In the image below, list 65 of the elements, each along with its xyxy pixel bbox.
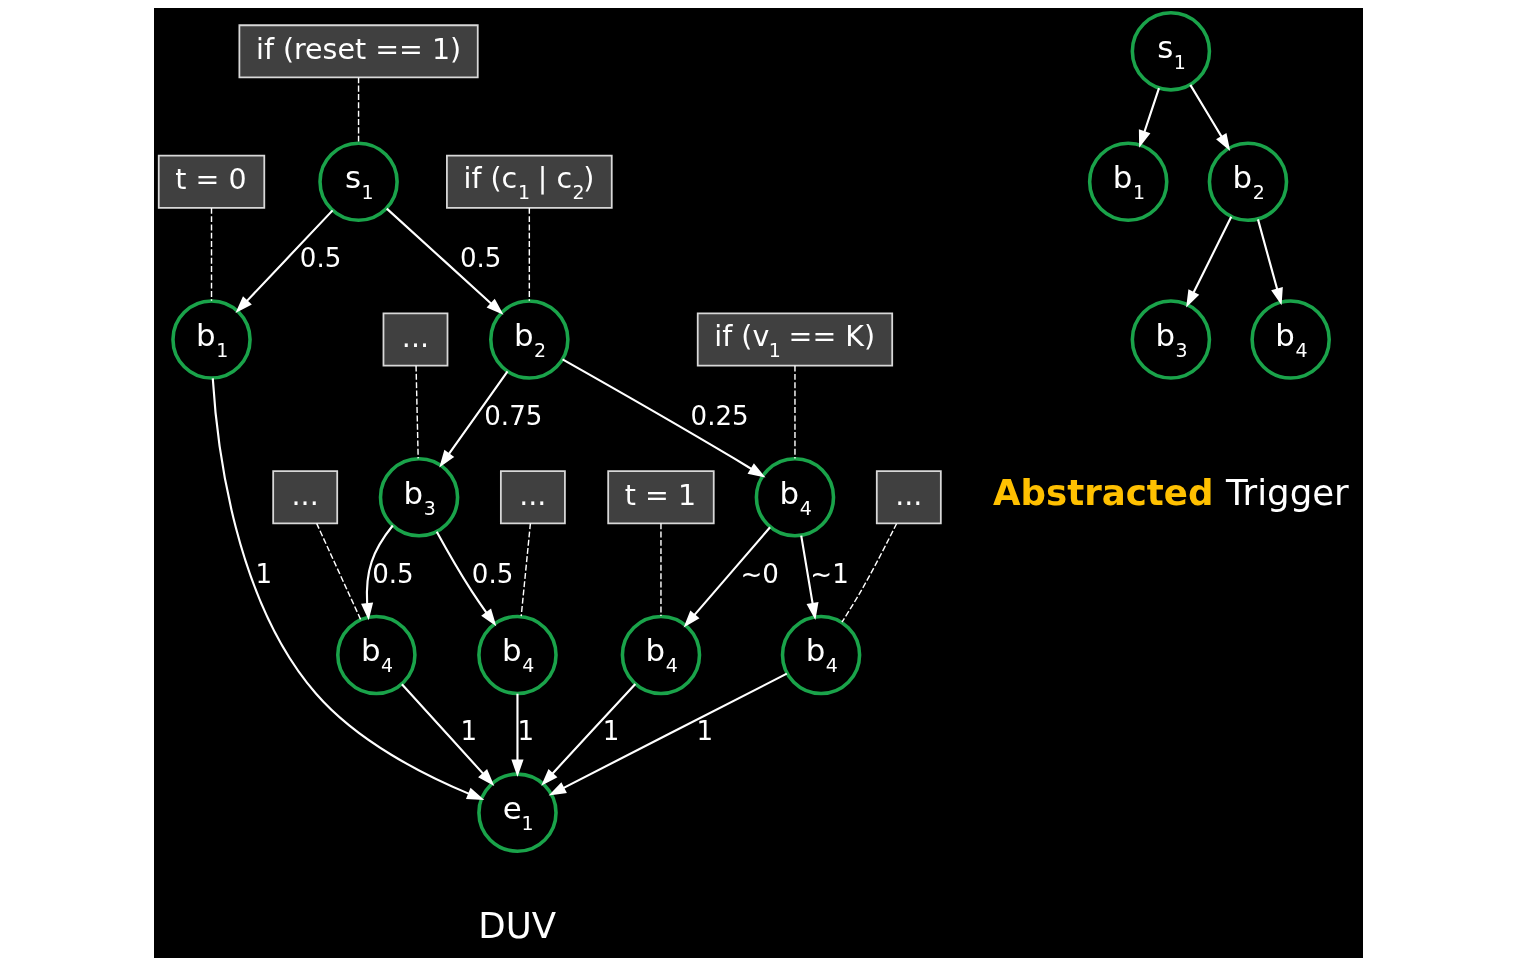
arrow [401, 683, 495, 786]
node-circle: b$_{4}$ [1250, 299, 1331, 380]
label: DUV [478, 904, 557, 946]
node-circle: e$_{1}$ [477, 772, 558, 853]
node-circle: s$_{1}$ [318, 141, 399, 223]
node-box: if (v$_{1}$ == K) [696, 312, 894, 367]
node-box: t = 0 [157, 154, 266, 209]
edge-label: 0.75 [484, 401, 543, 432]
arrow [361, 524, 394, 621]
node-box: if (c$_{1}$ | c$_{2}$) [446, 154, 613, 209]
edge-label: 0.5 [459, 243, 502, 274]
arrow [511, 693, 524, 777]
node-circle: b$_{1}$ [1087, 141, 1169, 223]
edge-label: ~0 [740, 558, 779, 589]
arrow [386, 207, 504, 315]
node-circle: b$_{4}$ [754, 456, 836, 538]
node-box: ... [875, 470, 942, 525]
arrow [548, 672, 788, 796]
arrow [562, 358, 766, 478]
node-circle: b$_{3}$ [378, 456, 460, 538]
node-circle: b$_{1}$ [171, 299, 252, 380]
edge-label: 1 [602, 716, 620, 747]
node-circle: b$_{2}$ [489, 299, 570, 380]
connector [841, 523, 898, 623]
node-box: ... [272, 470, 339, 525]
arrow [435, 531, 497, 627]
connector [794, 364, 796, 460]
edge-label: 0.5 [471, 558, 514, 589]
edge-label: 0.5 [372, 558, 414, 589]
arrow [1256, 219, 1283, 306]
edge-label: 0.25 [690, 401, 749, 432]
connector [660, 522, 662, 617]
connector [210, 207, 213, 302]
node-circle: b$_{4}$ [336, 614, 417, 696]
node-circle: b$_{4}$ [780, 614, 862, 696]
connector [315, 522, 362, 621]
node-circle: b$_{4}$ [477, 614, 558, 696]
node-box: ... [500, 470, 566, 525]
arrow [211, 378, 485, 800]
connector [357, 76, 360, 144]
edge-label: ~1 [810, 558, 849, 589]
edge-label: 1 [696, 716, 714, 747]
node-box: t = 1 [607, 470, 715, 525]
node-box: if (reset == 1) [238, 24, 479, 79]
arrow [439, 370, 509, 468]
connector [415, 364, 419, 460]
arrow [683, 526, 771, 628]
node-circle: s$_{1}$ [1130, 11, 1212, 92]
arrow [800, 535, 819, 621]
arrow [1138, 87, 1160, 148]
node-circle: b$_{2}$ [1207, 141, 1289, 223]
node-box: ... [382, 312, 449, 367]
connector [520, 522, 532, 617]
arrow [1189, 84, 1231, 152]
node-circle: b$_{4}$ [620, 614, 702, 696]
connector [528, 207, 531, 302]
label: Abstracted Trigger [993, 471, 1349, 513]
arrow [1186, 216, 1233, 308]
edge-label: 1 [460, 716, 478, 747]
arrow [541, 683, 637, 786]
node-circle: b$_{3}$ [1130, 299, 1212, 380]
edge-label: 1 [517, 716, 535, 747]
arrow [235, 209, 334, 313]
edge-label: 1 [255, 558, 272, 589]
edge-label: 0.5 [299, 243, 342, 274]
